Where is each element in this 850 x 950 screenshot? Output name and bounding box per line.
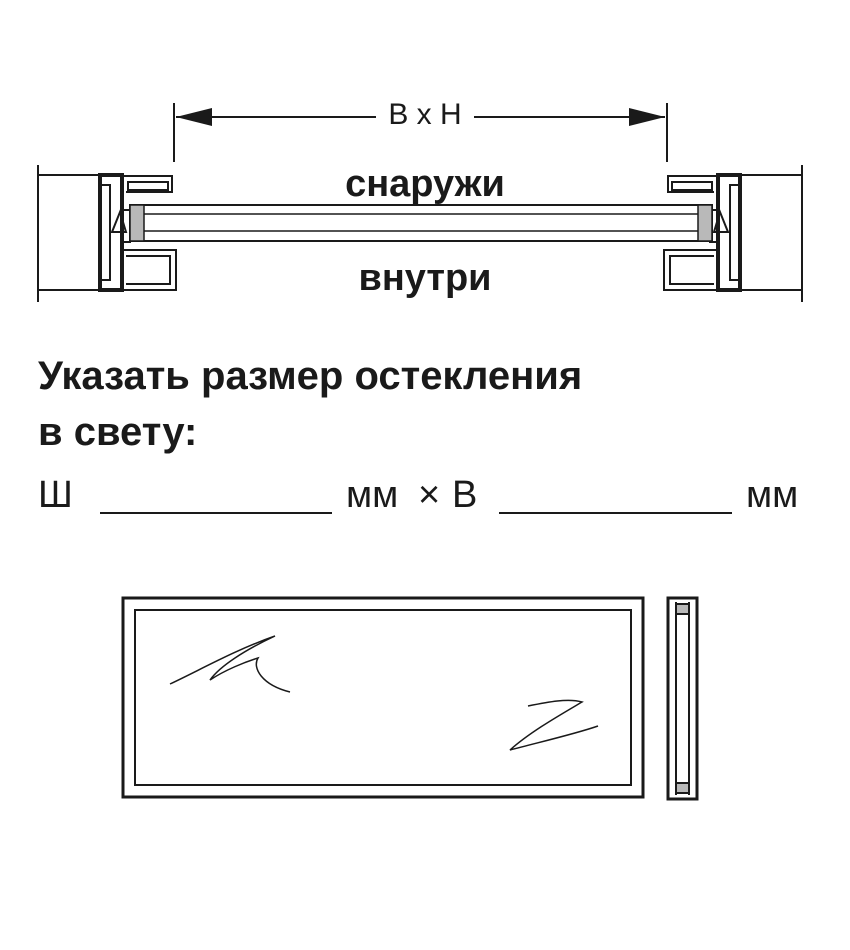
glint-left-icon — [169, 635, 291, 693]
width-prefix: Ш — [38, 474, 73, 516]
outside-label: снаружи — [345, 163, 505, 205]
times-sign: × — [418, 474, 441, 516]
left-frame-profile — [37, 165, 177, 302]
dimension-label-wrap: B x H — [0, 97, 850, 133]
instruction-heading: Указать размер остекления в свету: — [38, 348, 818, 460]
width-input-line[interactable] — [100, 512, 332, 514]
glass-pane-views — [121, 596, 699, 801]
right-seal — [697, 204, 713, 242]
glass-panel-section — [129, 204, 713, 242]
window-cross-section-diagram — [37, 103, 803, 302]
glint-right-icon — [509, 699, 599, 751]
inside-label: внутри — [358, 257, 492, 299]
glass-pane-front-view — [121, 596, 645, 799]
instruction-line-1: Указать размер остекления — [38, 354, 583, 398]
width-unit: мм — [346, 474, 399, 516]
right-frame-profile — [663, 165, 803, 302]
height-unit: мм — [746, 474, 799, 516]
left-seal — [129, 204, 145, 242]
instruction-line-2: в свету: — [38, 410, 198, 454]
size-entry-row: Ш мм × В мм — [34, 470, 824, 520]
height-input-line[interactable] — [499, 512, 732, 514]
height-prefix: В — [452, 474, 478, 516]
dimension-label: B x H — [376, 98, 474, 131]
glass-pane-side-view — [666, 596, 699, 801]
